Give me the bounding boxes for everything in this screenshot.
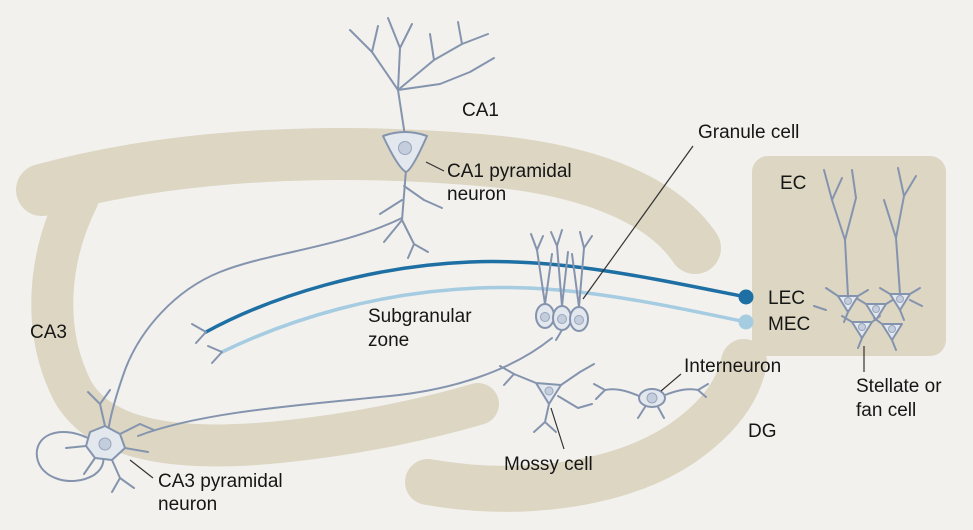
ca3-dendrites bbox=[65, 389, 155, 493]
stellate-label-line2: fan cell bbox=[856, 400, 916, 421]
stellate-nucleus-4 bbox=[858, 323, 866, 331]
ec-label: EC bbox=[780, 173, 806, 194]
granule-nucleus-1 bbox=[540, 312, 550, 322]
stellate-nucleus-5 bbox=[888, 325, 896, 333]
lec-axon-terminal-fork bbox=[191, 323, 207, 344]
ca1-basal-dendrites bbox=[379, 169, 443, 259]
granule-nucleus-2 bbox=[557, 314, 567, 324]
mossy-cell-nucleus bbox=[544, 386, 554, 396]
ca3-nucleus bbox=[98, 437, 112, 451]
stellate-nucleus-1 bbox=[844, 297, 852, 305]
ca3-axon-loop bbox=[35, 430, 105, 482]
mec-label: MEC bbox=[768, 314, 810, 335]
lec-label: LEC bbox=[768, 288, 805, 309]
ca1-pyramidal-label-line1: CA1 pyramidal bbox=[447, 161, 572, 182]
mec-endpoint-dot bbox=[738, 314, 754, 330]
dg-label: DG bbox=[748, 421, 777, 442]
interneuron-processes bbox=[593, 383, 709, 419]
ca3-label: CA3 bbox=[30, 322, 67, 343]
mec-axon bbox=[220, 285, 748, 354]
lec-endpoint-dot bbox=[738, 289, 754, 305]
ca1-label: CA1 bbox=[462, 100, 499, 121]
ca3-pyramidal-neuron bbox=[35, 389, 155, 493]
mec-axon-terminal-fork bbox=[207, 345, 223, 364]
granule-dendrites bbox=[530, 229, 593, 341]
stellate-label-line1: Stellate or bbox=[856, 376, 942, 397]
ca1-apical-dendrites bbox=[349, 17, 495, 137]
lec-axon bbox=[204, 259, 748, 334]
mossy-cell-label: Mossy cell bbox=[504, 454, 593, 475]
mossy-cell-leader-line bbox=[550, 407, 565, 450]
interneuron-leader-line bbox=[660, 373, 682, 392]
granule-cell-leader-line bbox=[582, 145, 694, 300]
ca1-pyramidal-label-line2: neuron bbox=[447, 184, 506, 205]
interneuron-nucleus bbox=[646, 392, 658, 404]
stellate-fan-cells bbox=[813, 167, 923, 351]
interneuron bbox=[593, 383, 709, 419]
granule-nucleus-3 bbox=[574, 315, 584, 325]
ca3-pyramidal-label-line2: neuron bbox=[158, 494, 217, 515]
interneuron-label: Interneuron bbox=[684, 356, 781, 377]
leader-lines bbox=[129, 145, 865, 479]
stellate-apical-dendrites bbox=[823, 167, 917, 297]
dentate-gyrus-band bbox=[405, 339, 767, 512]
ca3-pyramidal-label-line1: CA3 pyramidal bbox=[158, 471, 283, 492]
ca1-layer-band bbox=[16, 127, 721, 274]
ca1-to-ca3-fiber bbox=[107, 217, 403, 433]
stellate-nucleus-3 bbox=[896, 295, 904, 303]
perforant-path-axons bbox=[191, 259, 754, 364]
mossy-cell-dendrites bbox=[499, 363, 595, 433]
ca1-pyramidal-leader-line bbox=[425, 161, 445, 172]
subgranular-zone-label-line2: zone bbox=[368, 330, 409, 351]
mossy-cell bbox=[499, 363, 595, 433]
ca3-layer-band bbox=[31, 177, 499, 467]
labels: CA1 CA1 pyramidal neuron Granule cell EC… bbox=[30, 100, 942, 515]
granule-cell-label: Granule cell bbox=[698, 122, 799, 143]
granule-cells bbox=[530, 229, 593, 341]
ca1-pyramidal-neuron bbox=[349, 17, 495, 259]
subgranular-zone-label-line1: Subgranular bbox=[368, 306, 472, 327]
stellate-nucleus-2 bbox=[872, 305, 880, 313]
ca1-nucleus bbox=[398, 141, 412, 155]
ca3-pyramidal-leader-line bbox=[129, 459, 154, 479]
